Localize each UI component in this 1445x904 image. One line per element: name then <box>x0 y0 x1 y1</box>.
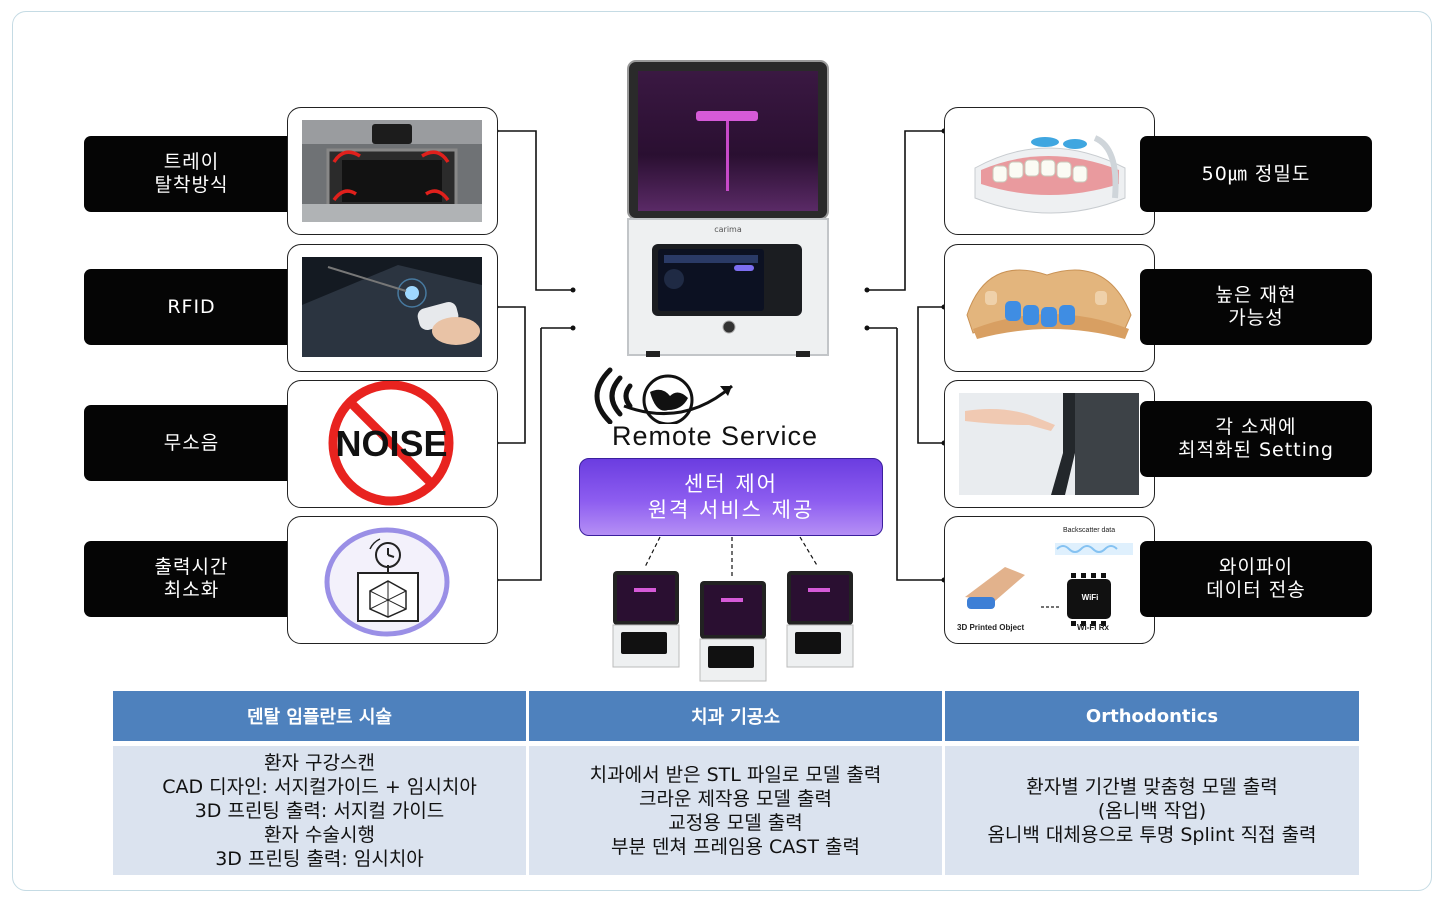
remote-line-2: 원격 서비스 제공 <box>647 498 815 522</box>
touch-screen-photo <box>959 393 1139 495</box>
table-cell-ortho: 환자별 기간별 맞춤형 모델 출력 (옴니백 작업) 옴니백 대체용으로 투명 … <box>945 746 1359 875</box>
remote-service-box: 센터 제어 원격 서비스 제공 <box>579 458 883 536</box>
cell-line: (옴니백 작업) <box>1097 799 1207 822</box>
wifi-transfer-diagram <box>965 543 1133 626</box>
wifi-box: Backscatter data WiFi 3D Printed Object … <box>944 516 1155 644</box>
cell-line: 환자 수술시행 <box>264 823 375 846</box>
wifi-chip-label: WiFi <box>1081 593 1099 602</box>
cell-line: 교정용 모델 출력 <box>668 811 803 834</box>
table-header-lab: 치과 기공소 <box>529 691 942 741</box>
noise-text: NOISE <box>335 423 448 464</box>
cell-line: 옴니백 대체용으로 투명 Splint 직접 출력 <box>987 823 1317 846</box>
rfid-photo-box <box>287 244 498 372</box>
feature-label-material: 각 소재에 최적화된 Setting <box>1140 401 1372 477</box>
table-cell-lab: 치과에서 받은 STL 파일로 모델 출력 크라운 제작용 모델 출력 교정용 … <box>529 746 942 875</box>
feature-label-rfid: RFID <box>84 269 299 345</box>
table-cell-implant: 환자 구강스캔 CAD 디자인: 서지컬가이드 + 임시치아 3D 프린팅 출력… <box>113 746 526 875</box>
dental-arch-photo <box>966 269 1132 339</box>
wifi-rx-label: Wi-Fi Rx <box>1077 623 1109 632</box>
cell-line: 치과에서 받은 STL 파일로 모델 출력 <box>589 763 882 786</box>
main-printer <box>627 60 829 357</box>
cell-line: 3D 프린팅 출력: 서지컬 가이드 <box>194 799 445 822</box>
feature-label-tray: 트레이 탈착방식 <box>84 136 299 212</box>
small-printer-1 <box>612 571 680 668</box>
small-printer-2 <box>699 581 767 682</box>
touch-screen-box <box>944 380 1155 508</box>
feature-label-noise: 무소음 <box>84 405 299 481</box>
feature-label-reproducibility: 높은 재현 가능성 <box>1140 269 1372 345</box>
tray-photo <box>302 120 482 222</box>
cell-line: 크라운 제작용 모델 출력 <box>639 787 832 810</box>
timer-box <box>287 516 498 644</box>
cell-line: 환자 구강스캔 <box>264 751 375 774</box>
cell-line: 환자별 기간별 맞춤형 모델 출력 <box>1026 775 1278 798</box>
dental-model-photo <box>974 135 1126 214</box>
small-printer-3 <box>786 571 854 668</box>
cell-line: CAD 디자인: 서지컬가이드 + 임시치아 <box>162 775 477 798</box>
cell-line: 부분 덴쳐 프레임용 CAST 출력 <box>611 835 860 858</box>
cell-line: 3D 프린팅 출력: 임시치아 <box>215 847 424 870</box>
printer-brand: carima <box>714 225 742 234</box>
no-noise-icon <box>328 381 454 506</box>
dental-arch-box <box>944 244 1155 372</box>
feature-label-time: 출력시간 최소화 <box>84 541 299 617</box>
no-noise-box: NOISE <box>287 380 498 508</box>
timer-scale-icon <box>324 527 450 637</box>
feature-label-wifi: 와이파이 데이터 전송 <box>1140 541 1372 617</box>
table-header-ortho: Orthodontics <box>945 691 1359 741</box>
remote-line-1: 센터 제어 <box>684 472 778 496</box>
diagram-frame <box>12 11 1432 891</box>
table-header-implant: 덴탈 임플란트 시술 <box>113 691 526 741</box>
dental-model-box <box>944 107 1155 235</box>
wifi-object-label: 3D Printed Object <box>957 623 1025 632</box>
rfid-photo <box>302 257 482 357</box>
tray-photo-box <box>287 107 498 235</box>
feature-label-precision: 50㎛ 정밀도 <box>1140 136 1372 212</box>
wifi-backscatter-label: Backscatter data <box>1063 527 1116 534</box>
remote-service-title: Remote Service <box>612 421 819 451</box>
remote-globe-icon <box>594 367 733 424</box>
